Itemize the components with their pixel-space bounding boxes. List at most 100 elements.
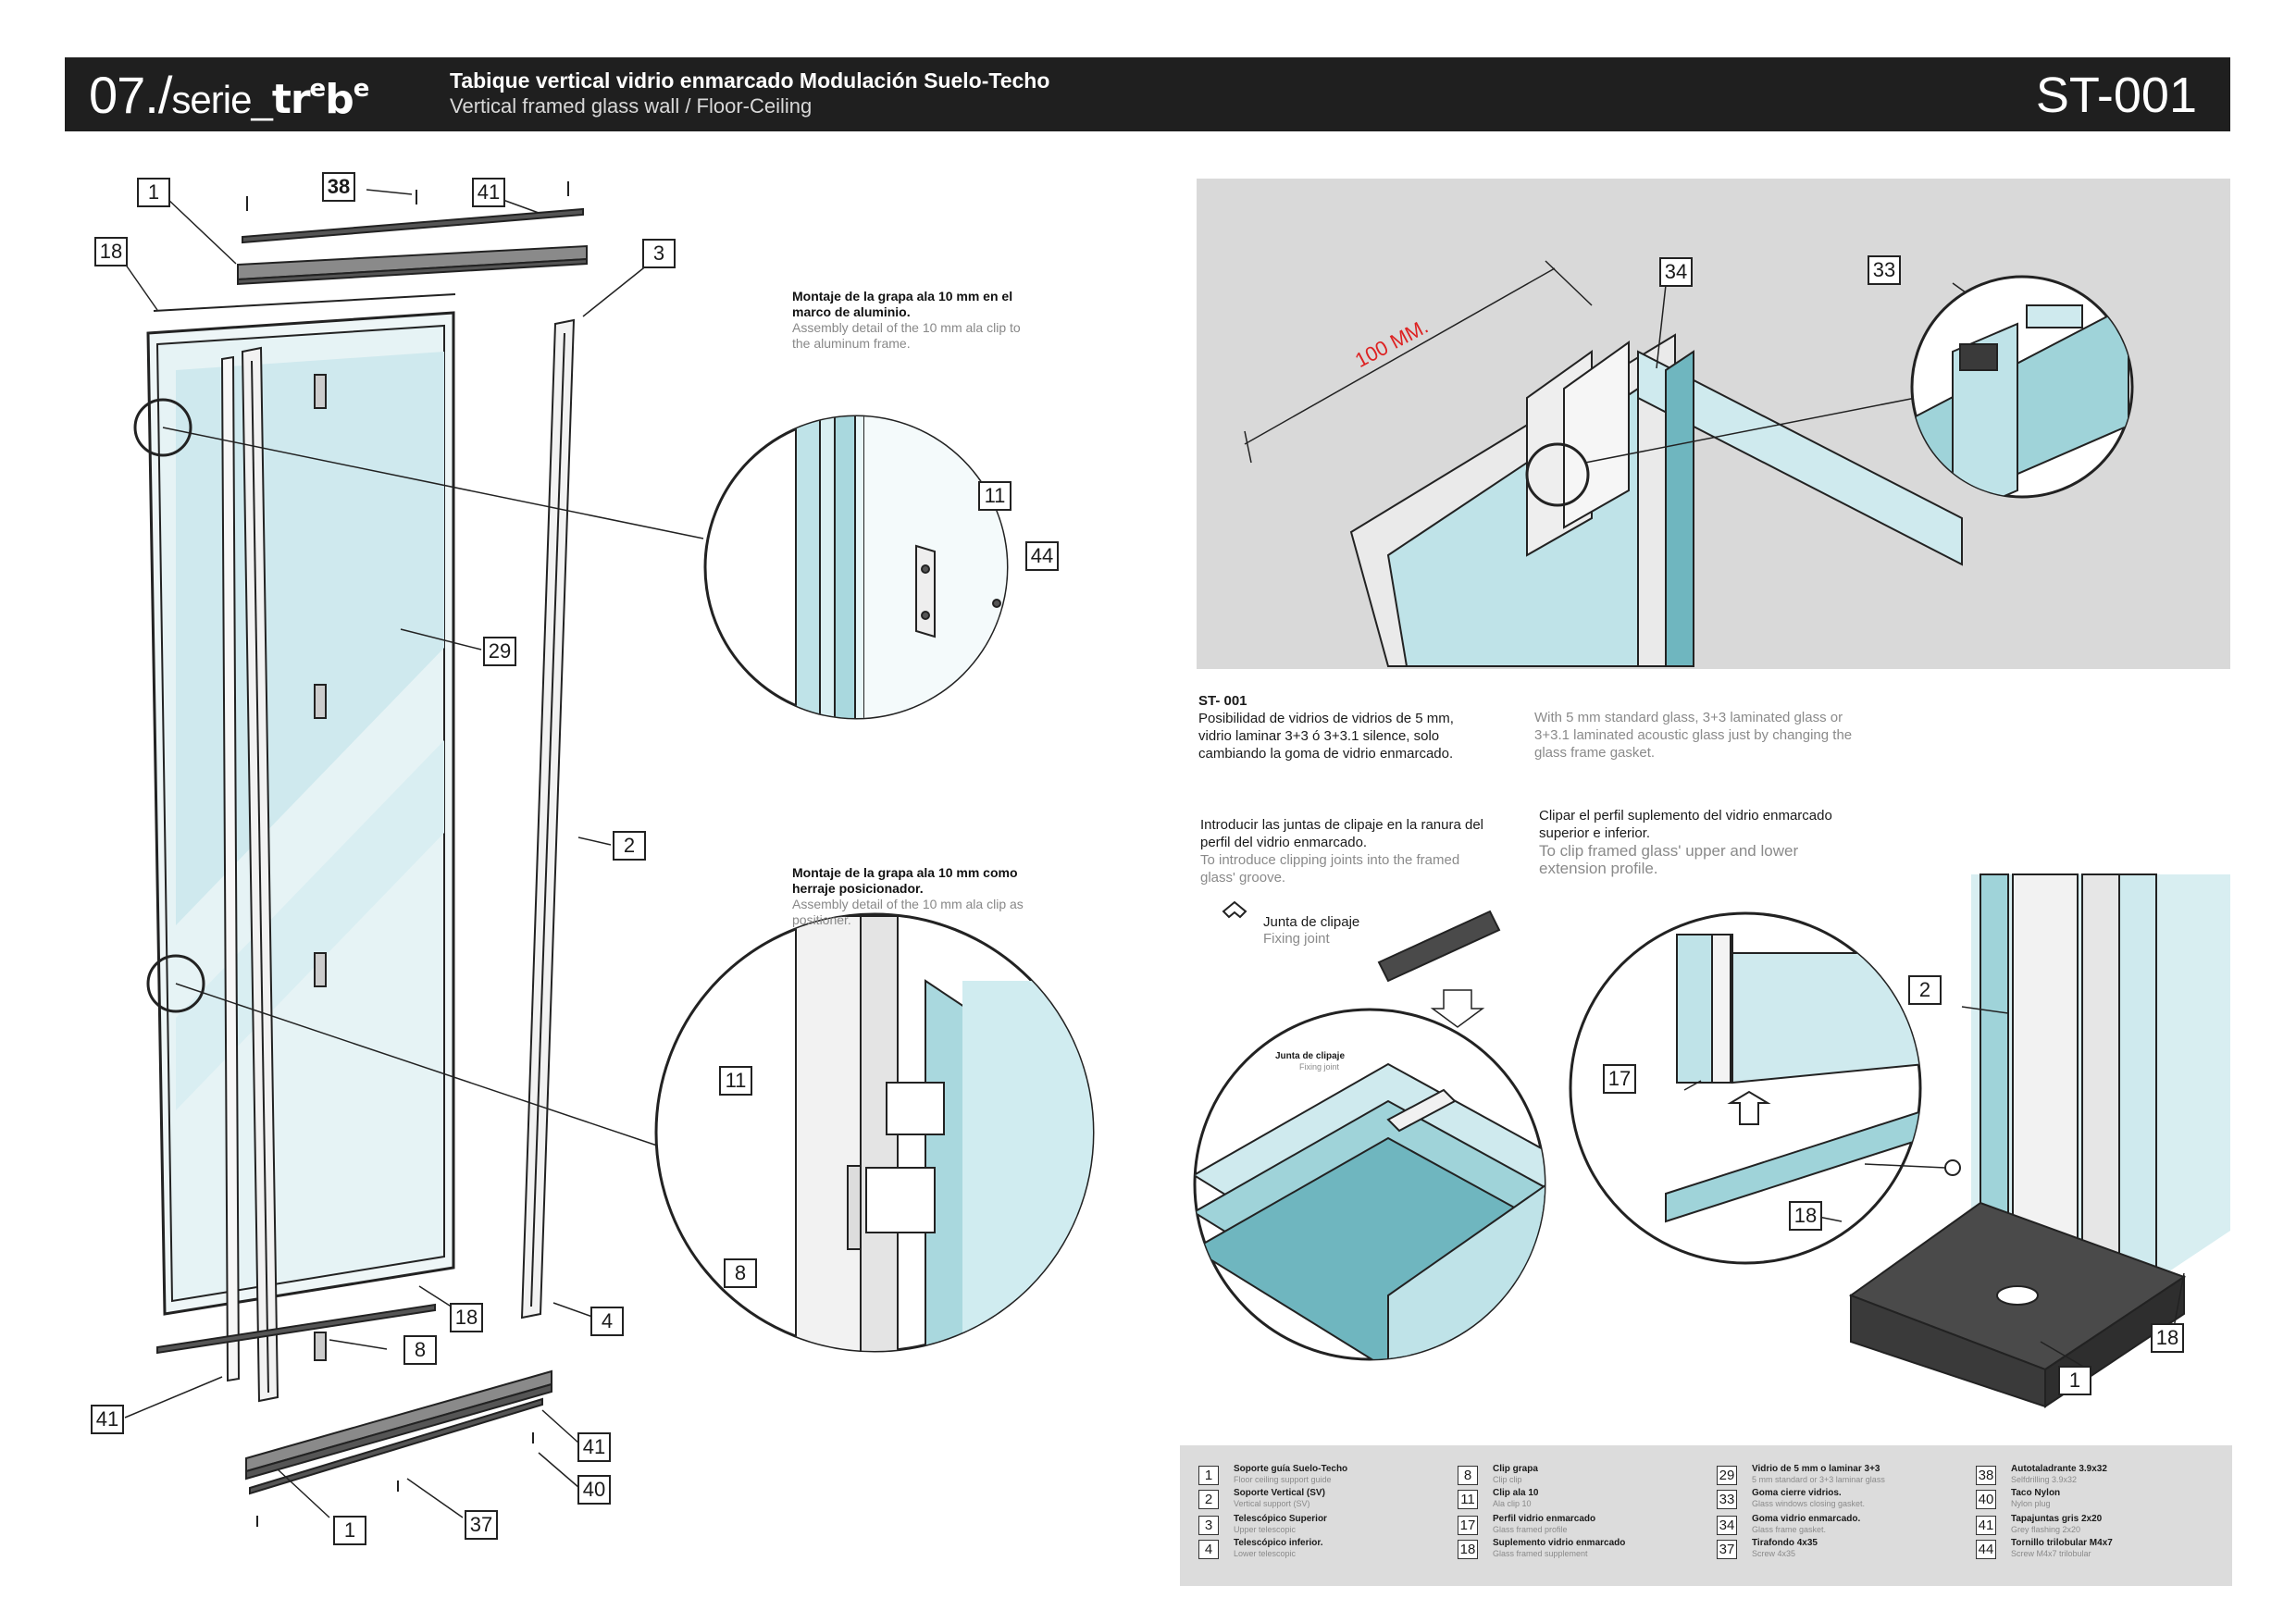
callout-11-a: 11 (978, 481, 1011, 511)
legend-label-en: Vertical support (SV) (1234, 1499, 1310, 1508)
legend-label-es: Taco Nylon (2011, 1488, 2061, 1498)
legend-label-es: Telescópico inferior. (1234, 1538, 1323, 1548)
reference-code: ST-001 (2035, 68, 2197, 123)
section-bottom-corner (1683, 873, 2230, 1408)
legend-label-en: Glass windows closing gasket. (1752, 1499, 1866, 1508)
legend-number: 41 (1976, 1516, 1996, 1535)
callout-18-right: 18 (2151, 1323, 2184, 1353)
note-clip-positioner-es: Montaje de la grapa ala 10 mm como herra… (792, 865, 1018, 896)
st-description-en: With 5 mm standard glass, 3+3 laminated … (1534, 710, 1853, 761)
legend-label-en: Glass framed profile (1493, 1525, 1568, 1534)
callout-40: 40 (577, 1475, 611, 1505)
legend-label-en: Nylon plug (2011, 1499, 2051, 1508)
fixing-joint-small-en: Fixing joint (1299, 1062, 1340, 1072)
callout-34: 34 (1659, 257, 1693, 287)
callout-3: 3 (642, 239, 676, 268)
section-3d-view (1197, 179, 2230, 669)
legend-number: 4 (1198, 1540, 1219, 1559)
legend-number: 3 (1198, 1516, 1219, 1535)
series-code: 07./serie_trebe (89, 65, 370, 125)
legend-label-es: Autotaladrante 3.9x32 (2011, 1464, 2107, 1474)
instruction-joints-es: Introducir las juntas de clipaje en la r… (1200, 817, 1484, 850)
legend-label-es: Tapajuntas gris 2x20 (2011, 1514, 2103, 1524)
legend-label-en: 5 mm standard or 3+3 laminar glass (1752, 1475, 1885, 1484)
title-en: Vertical framed glass wall / Floor-Ceili… (450, 94, 813, 118)
detail-circle-joint (1193, 900, 1546, 1361)
callout-18-top: 18 (94, 237, 128, 266)
callout-33: 33 (1868, 255, 1901, 285)
legend-number: 34 (1717, 1516, 1737, 1535)
legend-label-es: Soporte Vertical (SV) (1234, 1488, 1325, 1498)
callout-11-b: 11 (719, 1066, 752, 1096)
legend-label-en: Lower telescopic (1234, 1549, 1297, 1558)
fixing-joint-label-en: Fixing joint (1263, 931, 1330, 947)
st-code: ST- 001 (1198, 693, 1247, 709)
st-text-es: Posibilidad de vidrios de vidrios de 5 m… (1198, 711, 1454, 762)
legend-number: 8 (1458, 1466, 1478, 1485)
instruction-clip-en: To clip framed glass' upper and lower ex… (1539, 842, 1799, 877)
callout-41-top: 41 (472, 178, 505, 207)
legend-label-es: Clip ala 10 (1493, 1488, 1539, 1498)
callout-1-right: 1 (2058, 1366, 2091, 1395)
detail-circle-supplement (1569, 911, 1961, 1265)
callout-37: 37 (465, 1510, 498, 1540)
legend-label-en: Upper telescopic (1234, 1525, 1297, 1534)
legend-number: 33 (1717, 1490, 1737, 1509)
legend-label-en: Glass frame gasket. (1752, 1525, 1827, 1534)
legend-number: 40 (1976, 1490, 1996, 1509)
legend-label-es: Tirafondo 4x35 (1752, 1538, 1818, 1548)
callout-2: 2 (613, 831, 646, 861)
note-clip-positioner: Montaje de la grapa ala 10 mm como herra… (792, 865, 1042, 928)
instruction-clip-es: Clipar el perfil suplemento del vidrio e… (1539, 808, 1832, 841)
legend-number: 2 (1198, 1490, 1219, 1509)
callout-41-right: 41 (577, 1432, 611, 1462)
legend-label-es: Telescópico Superior (1234, 1514, 1327, 1524)
legend-label-en: Grey flashing 2x20 (2011, 1525, 2081, 1534)
legend-label-en: Floor ceiling support guide (1234, 1475, 1332, 1484)
legend-number: 38 (1976, 1466, 1996, 1485)
legend-number: 17 (1458, 1516, 1478, 1535)
instruction-joints: Introducir las juntas de clipaje en la r… (1200, 816, 1487, 886)
legend-label-en: Clip clip (1493, 1475, 1522, 1484)
legend-number: 1 (1198, 1466, 1219, 1485)
instruction-clip: Clipar el perfil suplemento del vidrio e… (1539, 807, 1835, 877)
callout-18-mid: 18 (1789, 1201, 1822, 1231)
callout-41-left: 41 (91, 1405, 124, 1434)
note-clip-frame-en: Assembly detail of the 10 mm ala clip to… (792, 320, 1021, 351)
legend-number: 18 (1458, 1540, 1478, 1559)
code-prefix: 07./ (89, 66, 172, 124)
exploded-assembly (122, 181, 704, 1527)
legend-number: 37 (1717, 1540, 1737, 1559)
title-es: Tabique vertical vidrio enmarcado Modula… (450, 68, 1050, 93)
callout-1-top: 1 (137, 178, 170, 207)
callout-38: 38 (322, 172, 355, 202)
callout-29: 29 (483, 637, 516, 666)
note-clip-positioner-en: Assembly detail of the 10 mm ala clip as… (792, 897, 1024, 927)
instruction-joints-en: To introduce clipping joints into the fr… (1200, 852, 1460, 886)
legend-label-es: Tornillo trilobular M4x7 (2011, 1538, 2113, 1548)
legend-number: 44 (1976, 1540, 1996, 1559)
legend-label-en: Screw 4x35 (1752, 1549, 1796, 1558)
note-clip-frame-es: Montaje de la grapa ala 10 mm en el marc… (792, 289, 1013, 319)
callout-8-b: 8 (724, 1258, 757, 1288)
note-clip-frame: Montaje de la grapa ala 10 mm en el marc… (792, 289, 1042, 352)
callout-8-left: 8 (403, 1335, 437, 1365)
st-description-es: ST- 001 Posibilidad de vidrios de vidrio… (1198, 692, 1476, 762)
legend-label-es: Vidrio de 5 mm o laminar 3+3 (1752, 1464, 1880, 1474)
brand-part-b: e (309, 75, 327, 103)
legend-label-es: Suplemento vidrio enmarcado (1493, 1538, 1626, 1548)
legend-label-es: Goma vidrio enmarcado. (1752, 1514, 1861, 1524)
callout-4: 4 (590, 1307, 624, 1336)
detail-circle-clip-positioner (654, 912, 1095, 1353)
legend-label-es: Soporte guía Suelo-Techo (1234, 1464, 1348, 1474)
detail-circle-clip-frame (703, 415, 1009, 720)
legend-label-es: Clip grapa (1493, 1464, 1538, 1474)
legend-label-en: Ala clip 10 (1493, 1499, 1532, 1508)
header-bar: 07./serie_trebe Tabique vertical vidrio … (65, 57, 2230, 131)
callout-2-right: 2 (1908, 975, 1942, 1005)
legend-number: 29 (1717, 1466, 1737, 1485)
legend-label-en: Screw M4x7 trilobular (2011, 1549, 2091, 1558)
legend-number: 11 (1458, 1490, 1478, 1509)
brand-part-d: e (353, 75, 370, 103)
